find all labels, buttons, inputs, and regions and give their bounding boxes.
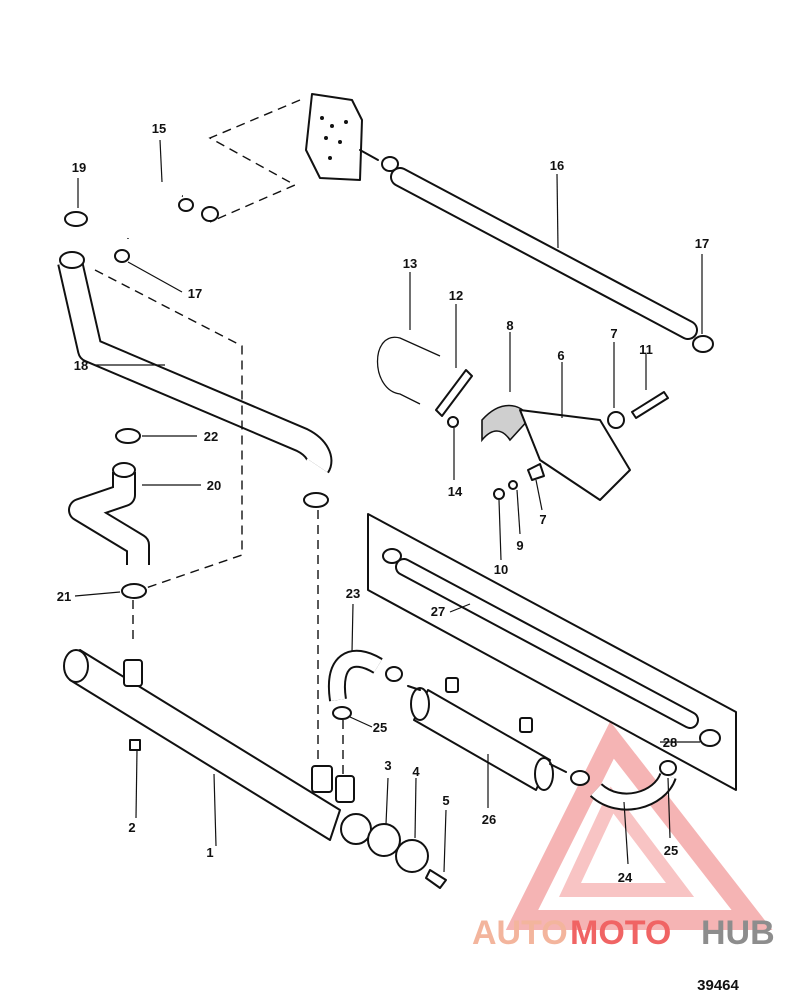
hose-27 (382, 548, 699, 729)
watermark-inner-triangle (559, 786, 695, 897)
figure-number: 39464 (697, 977, 739, 994)
part-label-22: 22 (204, 429, 218, 444)
part-label-27: 27 (431, 604, 445, 619)
part-label-11: 11 (639, 342, 653, 357)
part-label-17-right: 17 (695, 236, 709, 251)
part-label-24: 24 (618, 870, 633, 885)
hose-18 (57, 251, 333, 508)
clamp-21 (121, 583, 147, 599)
cooler-26 (407, 677, 567, 791)
part-label-3: 3 (384, 758, 391, 773)
nut-14 (447, 416, 459, 428)
hose-20 (68, 462, 150, 565)
part-label-18: 18 (74, 358, 88, 373)
part-label-6: 6 (557, 348, 564, 363)
part-label-25-right: 25 (664, 843, 678, 858)
part-label-26: 26 (482, 812, 496, 827)
part-label-7-lower: 7 (539, 512, 546, 527)
clamp-cooler (570, 770, 590, 786)
part-label-5: 5 (442, 793, 449, 808)
nut-10 (493, 488, 505, 500)
hose-elbow-15 (121, 187, 194, 239)
clamp-19 (64, 211, 88, 227)
part-label-7-upper: 7 (610, 326, 617, 341)
part-label-21: 21 (57, 589, 71, 604)
part-label-1: 1 (206, 845, 213, 860)
u-bolt-13 (376, 336, 441, 405)
clamp-25-right (659, 760, 677, 776)
part-label-25-left: 25 (373, 720, 387, 735)
grommet-7-upper (607, 411, 625, 429)
washer-9 (508, 480, 518, 490)
heat-exchanger-1 (63, 649, 355, 841)
part-label-12: 12 (449, 288, 463, 303)
end-cap-3-gasket (340, 813, 372, 845)
hose-16 (381, 156, 714, 353)
watermark-text-moto: MOTO (570, 914, 671, 952)
strap-12 (435, 369, 473, 417)
routing-dash-a (94, 269, 243, 591)
part-label-13: 13 (403, 256, 417, 271)
watermark-text-auto: AUTO (472, 914, 568, 952)
part-labels: 1 2 3 4 5 6 7 7 8 9 10 11 12 13 14 15 16… (57, 121, 709, 885)
part-label-19: 19 (72, 160, 86, 175)
clamp-17-left (114, 249, 130, 263)
watermark-logo: AUTO MOTO HUB (472, 721, 775, 952)
bracket-6 (519, 409, 631, 501)
part-label-14: 14 (448, 484, 463, 499)
part-label-20: 20 (207, 478, 221, 493)
part-label-4: 4 (412, 764, 420, 779)
clamp-28 (699, 729, 721, 747)
screw-5 (425, 869, 447, 889)
part-label-28: 28 (663, 735, 677, 750)
leader-lines (74, 139, 703, 873)
clamp-22 (115, 428, 141, 444)
drain-plug-2 (129, 739, 141, 751)
part-label-17-left: 17 (188, 286, 202, 301)
clamp-25-left (332, 706, 352, 720)
watermark-text-hub: HUB (701, 914, 775, 952)
hose-23 (327, 649, 403, 702)
hose-24 (589, 772, 677, 811)
part-label-10: 10 (494, 562, 508, 577)
grommet-7-lower (527, 463, 545, 481)
part-label-15: 15 (152, 121, 166, 136)
part-label-23: 23 (346, 586, 360, 601)
stud-11 (631, 391, 669, 419)
thermostat-housing (208, 93, 379, 223)
cushion-8 (481, 404, 531, 443)
part-label-8: 8 (506, 318, 513, 333)
end-cap-4 (395, 839, 429, 873)
gasket-3 (367, 823, 401, 857)
clamp-small-a (201, 206, 219, 222)
watermark-triangle (505, 721, 773, 930)
part-label-2: 2 (128, 820, 135, 835)
part-label-9: 9 (516, 538, 523, 553)
part-label-16: 16 (550, 158, 564, 173)
